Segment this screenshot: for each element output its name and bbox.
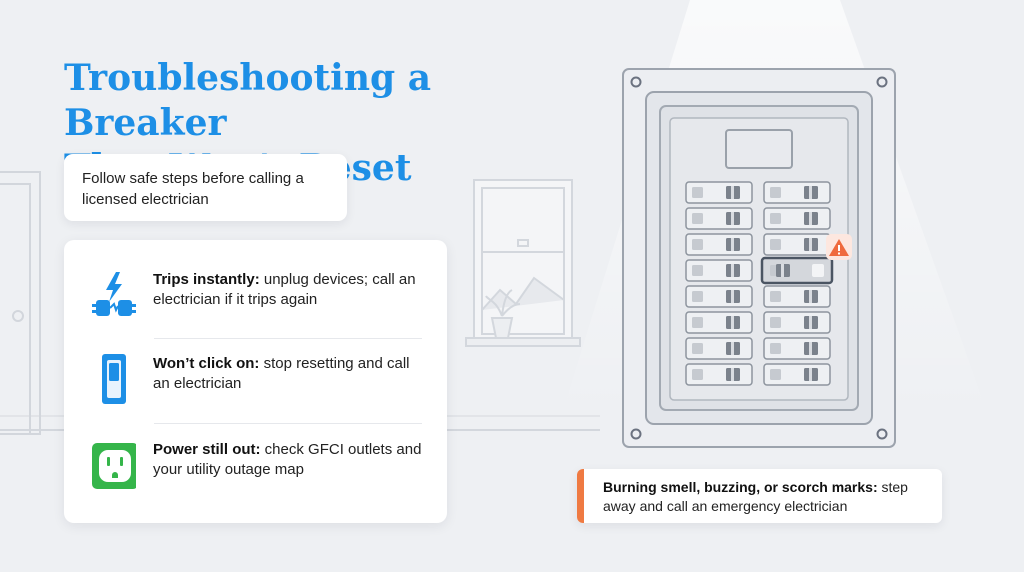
step-wont-click-on: Won’t click on: stop resetting and call …: [92, 354, 422, 404]
step-body: stop resetting and call an electrician: [153, 355, 410, 392]
breaker: [685, 363, 753, 386]
breaker: [685, 285, 753, 308]
step-body: check GFCI outlets and your utility outa…: [153, 441, 422, 478]
step-heading: Won’t click on:: [153, 355, 260, 372]
divider: [154, 338, 422, 339]
divider: [154, 423, 422, 424]
step-text: Won’t click on: stop resetting and call …: [153, 354, 422, 394]
breaker: [763, 363, 831, 386]
breaker: [685, 259, 753, 282]
step-heading: Power still out:: [153, 441, 261, 458]
breaker: [763, 285, 831, 308]
breaker-rows: [685, 181, 834, 386]
title-line-1: Troubleshooting a Breaker: [64, 57, 432, 144]
outlet-icon: [92, 440, 136, 490]
lightning-plug-icon: [92, 270, 136, 320]
window-outline: [465, 179, 581, 347]
step-body: unplug devices; call an electrician if i…: [153, 271, 416, 308]
steps-card: Trips instantly: unplug devices; call an…: [64, 240, 447, 523]
subtitle-text: Follow safe steps before calling a licen…: [82, 170, 304, 208]
warning-body: step away and call an emergency electric…: [603, 479, 908, 514]
door-outline: [0, 171, 41, 435]
step-text: Power still out: check GFCI outlets and …: [153, 440, 422, 480]
step-power-still-out: Power still out: check GFCI outlets and …: [92, 440, 422, 490]
breaker: [685, 233, 753, 256]
breaker: [685, 181, 753, 204]
breaker: [685, 207, 753, 230]
step-text: Trips instantly: unplug devices; call an…: [153, 270, 422, 310]
subtitle-card: Follow safe steps before calling a licen…: [64, 154, 347, 221]
warning-heading: Burning smell, buzzing, or scorch marks:: [603, 479, 878, 495]
breaker: [685, 311, 753, 334]
breaker: [763, 233, 831, 256]
breaker-panel-illustration: [622, 68, 896, 448]
step-trips-instantly: Trips instantly: unplug devices; call an…: [92, 270, 422, 320]
switch-icon: [92, 354, 136, 404]
breaker: [763, 207, 831, 230]
step-heading: Trips instantly:: [153, 271, 260, 288]
warning-card: Burning smell, buzzing, or scorch marks:…: [577, 469, 942, 523]
alert-triangle-icon: [826, 234, 852, 260]
tripped-breaker: [760, 256, 834, 285]
breaker: [763, 337, 831, 360]
breaker: [763, 311, 831, 334]
breaker: [685, 337, 753, 360]
breaker: [763, 181, 831, 204]
